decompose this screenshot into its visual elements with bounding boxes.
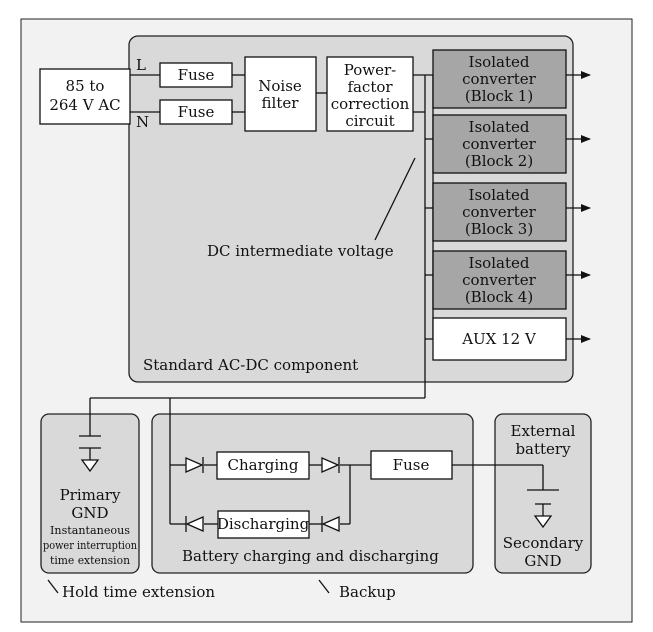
pfc-line1: Power- <box>344 61 396 79</box>
pfc-line4: circuit <box>345 112 394 130</box>
converter-2-line2: converter <box>462 135 537 153</box>
hold-note-line1: Instantaneous <box>50 524 130 537</box>
primary-gnd-label: GND <box>71 504 108 522</box>
ac-input-line2: 264 V AC <box>49 96 120 114</box>
backup-fuse-box <box>370 450 453 480</box>
primary-label: Primary <box>60 486 121 504</box>
secondary-label: Secondary <box>503 534 584 552</box>
converter-1-line1: Isolated <box>469 53 530 71</box>
output-arrows <box>566 71 591 343</box>
diode-discharge-in-icon <box>185 516 204 532</box>
fuse-bottom-box <box>159 99 233 125</box>
ac-input-box <box>39 68 131 125</box>
pfc-box <box>326 56 414 132</box>
converter-box-3 <box>432 182 567 242</box>
converter-box-4 <box>432 250 567 310</box>
converter-3-line2: converter <box>462 203 537 221</box>
line-n-label: N <box>136 113 149 131</box>
discharging-box <box>217 510 310 539</box>
primary-ground-icon <box>80 459 100 473</box>
line-l-label: L <box>136 56 146 74</box>
backup-fuse-label: Fuse <box>393 456 430 474</box>
converter-1-line2: converter <box>462 70 537 88</box>
noise-filter-line2: filter <box>262 94 300 112</box>
external-battery-group <box>494 413 592 574</box>
converter-3-line1: Isolated <box>469 186 530 204</box>
diode-discharge-out-icon <box>321 516 340 532</box>
noise-filter-line1: Noise <box>258 77 302 95</box>
noise-filter-box <box>244 56 317 132</box>
converter-3-line3: (Block 3) <box>465 220 533 238</box>
fuse-top-label: Fuse <box>178 66 215 84</box>
converter-box-1 <box>432 49 567 109</box>
charging-box <box>216 451 310 480</box>
fuse-top-box <box>159 62 233 88</box>
diode-charge-out-icon <box>321 457 340 473</box>
pfc-line2: factor <box>347 78 393 96</box>
converter-2-line1: Isolated <box>469 118 530 136</box>
diode-charge-in-icon <box>185 457 204 473</box>
aux-label: AUX 12 V <box>461 330 537 348</box>
discharging-label: Discharging <box>217 515 310 533</box>
charging-label: Charging <box>228 456 299 474</box>
external-line1: External <box>511 422 576 440</box>
converter-1-line3: (Block 1) <box>465 87 533 105</box>
dc-intermediate-label: DC intermediate voltage <box>207 242 394 260</box>
standard-component-label: Standard AC-DC component <box>143 356 358 374</box>
secondary-ground-icon <box>533 515 553 529</box>
converter-4-line3: (Block 4) <box>465 288 533 306</box>
converter-box-2 <box>432 114 567 174</box>
external-line2: battery <box>515 440 571 458</box>
fuse-bottom-label: Fuse <box>178 103 215 121</box>
converter-4-line2: converter <box>462 271 537 289</box>
aux-box <box>432 317 567 361</box>
converter-4-line1: Isolated <box>469 254 530 272</box>
hold-note-line2: power interruption <box>43 539 137 552</box>
secondary-gnd-label: GND <box>524 552 561 570</box>
ac-input-line1: 85 to <box>66 77 105 95</box>
pfc-line3: correction <box>331 95 410 113</box>
backup-caption: Backup <box>339 583 396 601</box>
hold-note-line3: time extension <box>50 554 130 567</box>
hold-time-caption: Hold time extension <box>62 583 215 601</box>
battery-group-label: Battery charging and discharging <box>182 547 439 565</box>
converter-2-line3: (Block 2) <box>465 152 533 170</box>
